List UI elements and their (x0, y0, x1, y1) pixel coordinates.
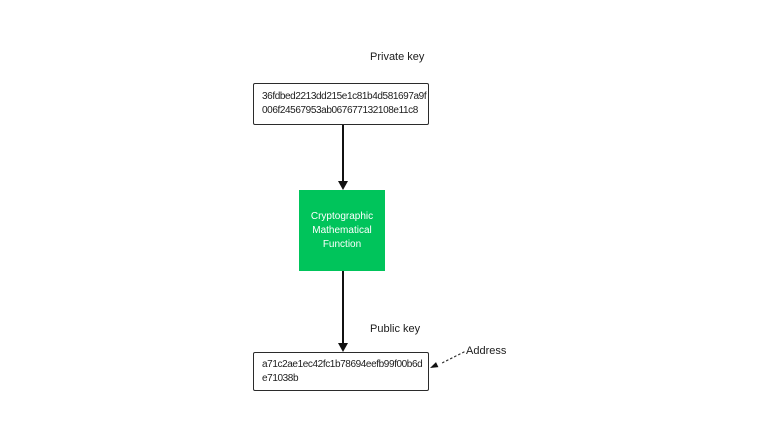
dotted-arrow-icon (430, 351, 465, 368)
address-label: Address (466, 345, 507, 357)
arrow-head (338, 181, 348, 190)
cryptographic-function-box: Cryptographic Mathematical Function (299, 190, 385, 271)
function-box-line-2: Mathematical (312, 224, 372, 236)
function-box-line-1: Cryptographic (310, 210, 374, 222)
private-key-value-line-1: 36fdbed2213dd215e1c81b4d581697a9f (262, 91, 427, 102)
public-key-value-line-2: e71038b (262, 373, 299, 384)
function-box-line-3: Function (322, 238, 362, 250)
arrow-down-icon (337, 125, 349, 190)
public-key-value-line-1: a71c2ae1ec42fc1b78694eefb99f00b6d (262, 359, 423, 370)
arrow-head (338, 343, 348, 352)
arrow-shaft (342, 125, 344, 181)
public-key-label: Public key (370, 323, 421, 335)
arrow-shaft (342, 271, 344, 343)
private-key-label: Private key (370, 51, 425, 63)
private-key-value-line-2: 006f24567953ab067677132108e11c8 (262, 105, 418, 116)
public-key-box: a71c2ae1ec42fc1b78694eefb99f00b6d e71038… (253, 352, 429, 391)
private-key-box: 36fdbed2213dd215e1c81b4d581697a9f 006f24… (253, 83, 429, 125)
arrow-down-icon (337, 271, 349, 352)
